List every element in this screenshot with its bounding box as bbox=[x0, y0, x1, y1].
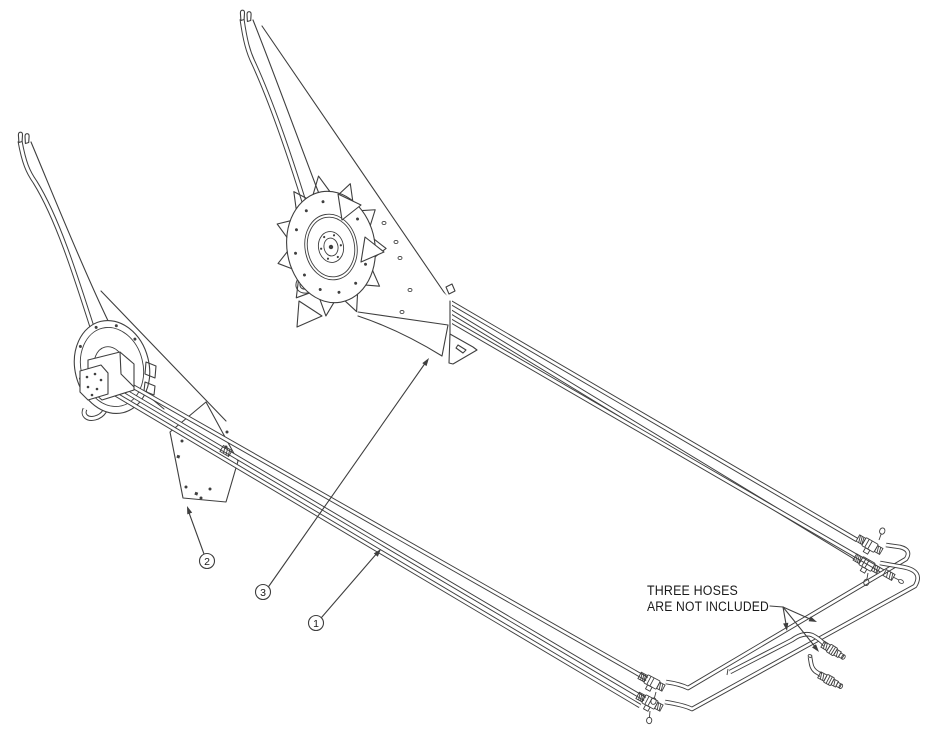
loose-hose-lower bbox=[807, 654, 823, 677]
right-base-plate bbox=[357, 283, 478, 365]
shutoff-valve bbox=[645, 710, 654, 725]
toothed-drive-wheel bbox=[276, 175, 387, 317]
foot-slot bbox=[455, 344, 467, 354]
note-three-hoses: THREE HOSES ARE NOT INCLUDED bbox=[647, 583, 819, 652]
plate-cutout bbox=[143, 381, 156, 396]
right-arm-fork-prong bbox=[239, 9, 246, 22]
callout-1-number: 1 bbox=[313, 618, 319, 630]
wheel-mount-tab bbox=[296, 300, 323, 328]
right-tee-fittings bbox=[849, 526, 904, 587]
base-gusset bbox=[357, 311, 449, 357]
motor-manifold bbox=[79, 364, 109, 401]
loose-hose-upper bbox=[726, 631, 827, 676]
callout-3-number: 3 bbox=[260, 587, 266, 599]
right-wheel-arm-assembly bbox=[239, 9, 451, 328]
callout-3: 3 bbox=[254, 358, 429, 601]
left-arm-plate-edge bbox=[100, 290, 227, 422]
right-arm-fork-prong bbox=[246, 11, 252, 23]
shutoff-valve bbox=[876, 526, 887, 542]
hose-bundle-left bbox=[103, 372, 649, 708]
left-arm-fork-prong bbox=[17, 131, 24, 144]
callout-1-bubble bbox=[307, 614, 325, 632]
callout-2-bubble bbox=[198, 552, 216, 570]
right-arm-plate-edge bbox=[261, 25, 451, 302]
wheel-mount-tab bbox=[337, 193, 362, 221]
quick-coupler-lower bbox=[816, 670, 845, 692]
connecting-loop-hoses bbox=[664, 542, 920, 712]
hose-bundle-right bbox=[444, 300, 886, 574]
left-arm-fork-prong bbox=[24, 133, 30, 145]
small-bracket bbox=[445, 283, 456, 295]
callout-2-number: 2 bbox=[204, 556, 210, 568]
callout-3-bubble bbox=[254, 583, 272, 601]
note-line-1: THREE HOSES bbox=[647, 583, 738, 598]
wheel-spikes bbox=[276, 175, 387, 317]
callout-1: 1 bbox=[307, 549, 381, 632]
left-hydraulic-motor bbox=[79, 351, 135, 401]
plate-cutout bbox=[144, 361, 157, 379]
callout-2: 2 bbox=[187, 506, 216, 570]
note-line-2: ARE NOT INCLUDED bbox=[647, 599, 769, 614]
base-foot bbox=[448, 333, 478, 365]
wheel-mount-tab bbox=[360, 236, 385, 263]
